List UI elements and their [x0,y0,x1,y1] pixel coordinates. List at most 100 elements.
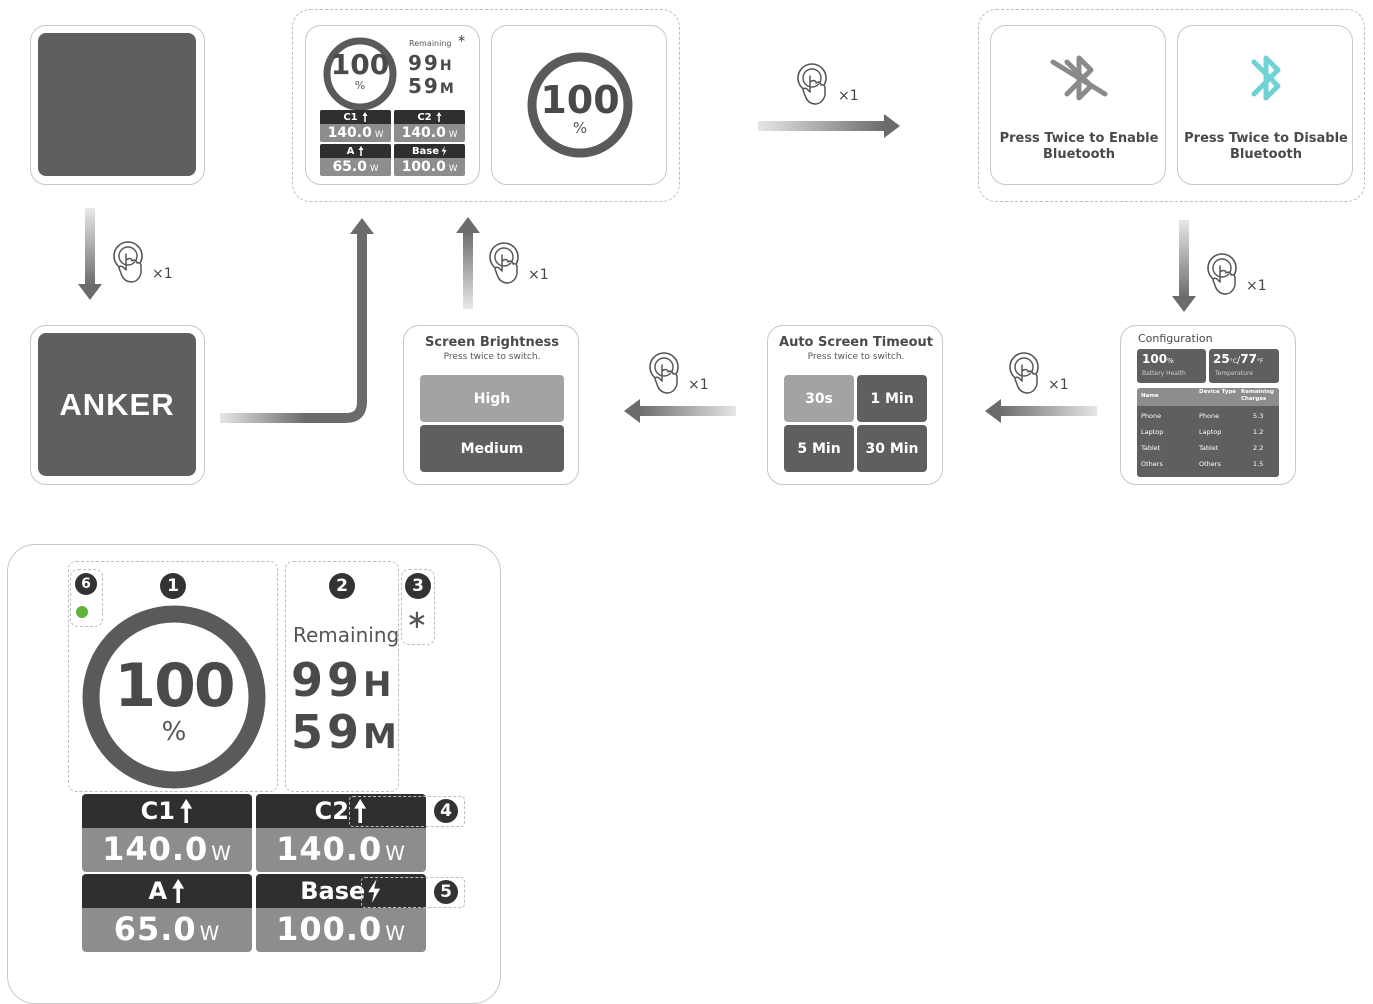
port-name: A [148,877,168,905]
tap-count-label: ×1 [528,267,549,283]
table-cell: Tablet [1141,444,1161,452]
table-cell: 1.2 [1253,428,1264,436]
brightness-title: Screen Brightness [425,335,559,350]
home-small-percent: 100 [330,48,390,81]
large-remaining-label: Remaining [293,623,400,647]
port-unit: W [211,842,232,865]
legend-region-4 [349,796,465,827]
marker-5: 5 [434,880,458,904]
home-small-percent-unit: % [354,79,366,92]
port-header-c1: C1 [320,110,391,124]
port-watts: 140.0 [327,125,372,141]
temperature-c: 25 [1213,352,1230,366]
anker-logo: ANKER [59,386,175,422]
port-header-base: Base [394,144,465,158]
timeout-option-30s[interactable]: 30s [784,375,854,422]
port-name: C1 [343,111,358,123]
port-header-c1: C1 [82,794,252,828]
arrow-up-icon [358,146,364,156]
table-cell: 5.3 [1253,412,1264,420]
tap-hand-icon [648,351,688,395]
large-percent-value: 100 [114,651,235,721]
timeout-option-1min[interactable]: 1 Min [857,375,927,422]
battery-ring [323,37,397,111]
timeout-option-30min[interactable]: 30 Min [857,425,927,472]
marker-3: 3 [405,573,431,599]
table-header-cell: Remaining Charges [1241,389,1274,402]
port-watts: 100.0 [276,910,383,948]
marker-1: 1 [160,573,186,599]
home-small-minutes-unit: M [439,81,456,97]
home-small-bluetooth-icon: ∗ [457,32,467,45]
home-small-minutes-value: 59 [408,74,440,98]
legend-region-1 [68,561,278,792]
battery-health-number: 100 [1142,352,1168,366]
marker-4: 4 [434,799,458,823]
bluetooth-disable-card: Press Twice to Disable Bluetooth [1177,25,1353,185]
lightning-icon [368,879,381,903]
table-cell: Tablet [1199,444,1219,452]
large-percent-unit: % [161,717,187,747]
port-name: A [346,145,355,157]
status-dot [76,606,88,618]
arrow-up-icon [354,799,367,823]
lightning-icon [441,146,447,156]
port-header-a: A [82,874,252,908]
bluetooth-disable-label-1: Press Twice to Disable [1184,131,1348,146]
tap-hand-icon [796,62,836,106]
table-header-cell: Name [1141,393,1159,399]
temperature-tile: 25°C/77°F Temperature [1209,349,1279,383]
table-cell: Phone [1141,412,1162,420]
home-screens-group [292,9,680,202]
port-name: C2 [417,111,432,123]
port-unit: W [448,130,458,140]
port-name: Base [411,145,440,157]
port-unit: W [374,130,384,140]
port-watts: 65.0 [113,910,197,948]
timeout-title: Auto Screen Timeout [779,335,933,350]
arrow-up-icon [362,112,368,122]
large-hours: 99H [291,653,395,707]
port-unit: W [448,164,458,174]
home-small-hours-unit: H [439,58,454,74]
tap-count-label: ×1 [838,88,859,104]
large-minutes-value: 59 [291,705,364,759]
battery-health-tile: 100% Battery Health [1137,349,1206,383]
port-unit: W [199,922,221,945]
temperature-value: 25°C/77°F [1213,352,1263,366]
home-small-hours-value: 99 [408,51,440,75]
brightness-option-medium[interactable]: Medium [420,425,564,472]
battery-health-value: 100% [1142,352,1174,366]
brightness-option-high[interactable]: High [420,375,564,422]
configuration-card: Configuration 100% Battery Health 25°C/7… [1120,325,1296,485]
large-battery-ring [82,605,266,789]
percent-screen-card: 100 % [491,25,667,185]
percent-screen-unit: % [572,119,588,137]
temperature-c-unit: °C [1229,358,1237,365]
home-small-minutes: 59M [408,74,456,98]
home-small-hours: 99H [408,51,454,75]
bluetooth-off-icon [1050,55,1108,101]
tap-hand-icon [1206,252,1246,296]
arrow-left-2 [985,399,1097,423]
temperature-f: 77 [1240,352,1257,366]
port-header-base: Base [256,874,426,908]
bluetooth-enable-label-2: Bluetooth [1043,147,1115,162]
bluetooth-on-icon [1251,55,1281,101]
table-cell: 2.2 [1253,444,1264,452]
timeout-option-5min[interactable]: 5 Min [784,425,854,472]
arrow-up-icon [180,799,193,823]
port-unit: W [369,164,379,174]
tap-count-label: ×1 [152,266,173,282]
tap-count-label: ×1 [688,377,709,393]
legend-region-3 [401,569,435,645]
percent-screen-value: 100 [540,78,620,122]
port-unit: W [385,842,406,865]
battery-health-unit: % [1167,357,1174,365]
